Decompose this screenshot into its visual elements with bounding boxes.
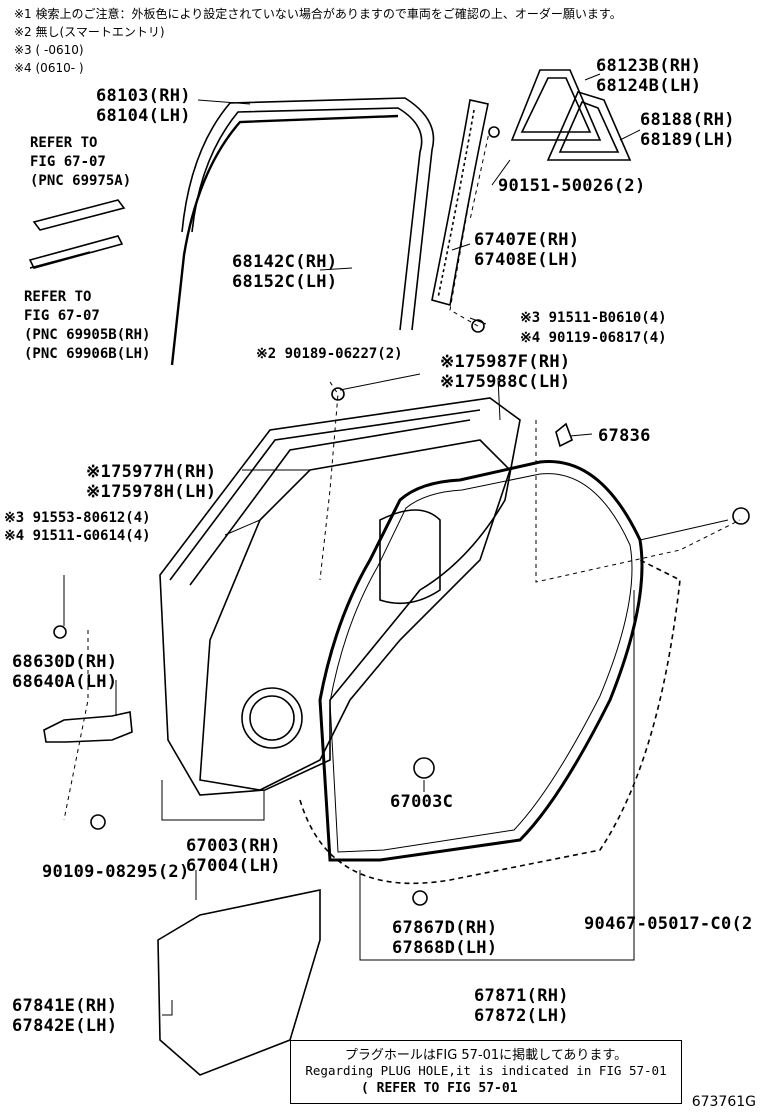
label-75988: ※175988C(LH) [440,372,571,392]
moulding-2 [28,235,124,269]
moulding-1 [32,199,126,231]
note-3: ※3 ( -0610) [14,43,84,57]
note-1: ※1 検索上のご注意：外板色により設定されていない場合がありますので車両をご確認… [14,7,622,21]
door-inner-panel [199,439,511,791]
label-67836: 67836 [598,426,651,446]
label-90151: 90151-50026(2) [498,176,646,196]
plug-note-line2: Regarding PLUG HOLE,it is indicated in F… [305,1063,667,1078]
label-67868: 67868D(LH) [392,938,498,958]
label-90189: ※2 90189-06227(2) [256,346,403,362]
note-2: ※2 無し(スマートエントリ) [14,25,165,39]
label-67871: 67871(RH) [474,986,569,1006]
label-91511-g0614: ※4 91511-G0614(4) [4,528,151,544]
label-67003: 67003(RH) [186,836,281,856]
label-91511-b0610: ※3 91511-B0610(4) [520,310,667,326]
label-68189: 68189(LH) [640,130,735,150]
illustration-id: 673761G [691,1094,756,1110]
insulator-sheet [157,889,321,1076]
ref1-line3: (PNC 69975A) [30,173,132,189]
quarter-frame [510,69,602,141]
label-68123: 68123B(RH) [596,56,702,76]
plug-hole-note-box: プラグホールはFIG 57-01に掲載してあります。 Regarding PLU… [290,1040,682,1104]
plug-note-line3: ( REFER TO FIG 57-01 [361,1081,518,1096]
plug-note-line1: プラグホールはFIG 57-01に掲載してあります。 [344,1048,628,1063]
label-68152: 68152C(LH) [232,272,338,292]
weatherstrip [318,459,644,862]
label-67003c: 67003C [390,792,454,812]
label-67842: 67842E(LH) [12,1016,118,1036]
label-90119: ※4 90119-06817(4) [520,330,667,346]
label-67407: 67407E(RH) [474,230,580,250]
label-68630: 68630D(RH) [12,652,118,672]
ref2-line3: (PNC 69905B(RH) [24,327,151,343]
ref2-line2: FIG 67-07 [24,308,100,324]
note-4: ※4 (0610- ) [14,61,84,75]
label-75987: ※175987F(RH) [440,352,571,372]
label-67872: 67872(LH) [474,1006,569,1026]
label-68124: 68124B(LH) [596,76,702,96]
label-68104: 68104(LH) [96,106,191,126]
label-67408: 67408E(LH) [474,250,580,270]
label-75977: ※175977H(RH) [86,462,217,482]
quarter-glass [546,91,632,161]
ref2-line1: REFER TO [24,289,92,305]
label-68142: 68142C(RH) [232,252,338,272]
ref2-line4: (PNC 69906B(LH) [24,346,151,362]
label-91553: ※3 91553-80612(4) [4,510,151,526]
label-67841: 67841E(RH) [12,996,118,1016]
door-check [43,711,133,743]
run-channel [431,99,489,307]
label-68188: 68188(RH) [640,110,735,130]
label-90467: 90467-05017-C0(2 [584,914,753,934]
door-outer-panel [159,397,521,796]
window-frame-outer [181,97,435,331]
dashed-outline [299,559,681,884]
ref1-line1: REFER TO [30,135,98,151]
label-67867: 67867D(RH) [392,918,498,938]
speaker-hole [241,687,303,749]
label-75978: ※175978H(LH) [86,482,217,502]
label-68640: 68640A(LH) [12,672,118,692]
label-90109: 90109-08295(2) [42,862,190,882]
label-68103: 68103(RH) [96,86,191,106]
glass-channel [170,114,399,366]
label-67004: 67004(LH) [186,856,281,876]
ref1-line2: FIG 67-07 [30,154,106,170]
